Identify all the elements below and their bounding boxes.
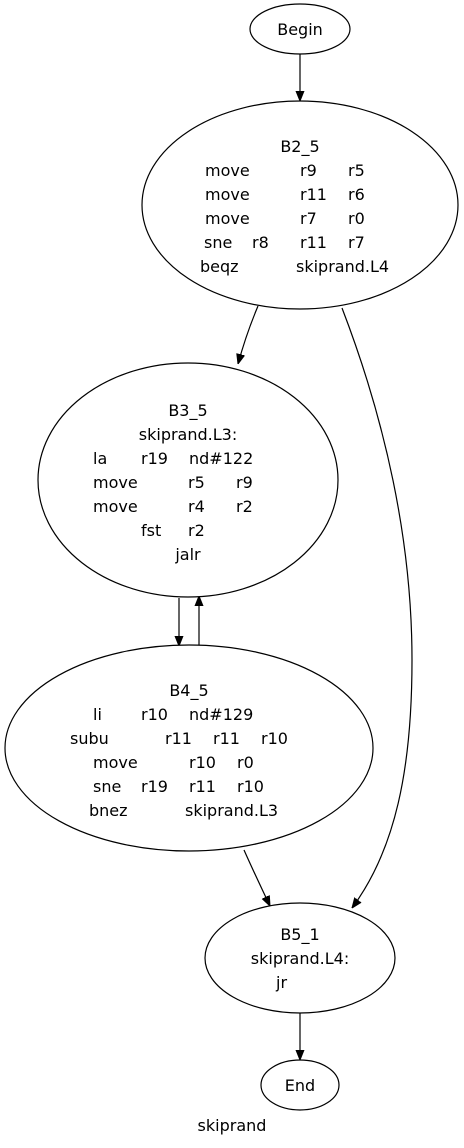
b2_5-row-2-arg-2: r6 xyxy=(348,185,365,204)
b3_5-row-2-op: move xyxy=(93,473,138,492)
node-b5_1: B5_1 skiprand.L4: jr xyxy=(204,902,396,1014)
node-begin: Begin xyxy=(249,3,351,55)
b4_5-row-5-op: bnez xyxy=(89,801,128,820)
b2_5-row-4-arg-2: r11 xyxy=(300,233,327,252)
b4_5-row-2-arg-1: r11 xyxy=(165,729,192,748)
edge-b2_5-b5_1 xyxy=(341,307,413,908)
node-b3_5: B3_5 skiprand.L3: la r19 nd#122 move r5 … xyxy=(37,362,339,598)
b3_5-row-3-arg-1: r4 xyxy=(188,497,205,516)
node-b2_5-title: B2_5 xyxy=(280,137,319,157)
b2_5-row-3-arg-1: r7 xyxy=(300,209,317,228)
b4_5-row-4-arg-1: r19 xyxy=(141,777,168,796)
b2_5-row-1-arg-1: r9 xyxy=(300,161,317,180)
node-begin-shape xyxy=(249,3,351,55)
b3_5-row-1-arg-1: r19 xyxy=(141,449,168,468)
node-b2_5: B2_5 move r9 r5 move r11 r6 move r7 r0 s… xyxy=(141,100,459,310)
b2_5-row-4-arg-3: r7 xyxy=(348,233,365,252)
b2_5-row-2-arg-1: r11 xyxy=(300,185,327,204)
b2_5-row-2-op: move xyxy=(205,185,250,204)
node-b3_5-label: skiprand.L3: xyxy=(139,425,237,444)
b3_5-row-5-op: jalr xyxy=(174,545,201,564)
node-end-shape xyxy=(260,1059,340,1111)
b2_5-row-3-op: move xyxy=(205,209,250,228)
b2_5-row-1-op: move xyxy=(205,161,250,180)
node-b5_1-label: skiprand.L4: xyxy=(251,949,349,968)
b5_1-row-1-op: jr xyxy=(275,973,287,992)
b4_5-row-2-op: subu xyxy=(70,729,109,748)
b4_5-row-3-arg-2: r0 xyxy=(237,753,254,772)
node-b2_5-shape xyxy=(141,100,459,310)
b3_5-row-3-arg-2: r2 xyxy=(236,497,253,516)
b3_5-row-4-arg-1: r2 xyxy=(188,521,205,540)
graph-caption: skiprand xyxy=(198,1116,267,1135)
edge-b2_5-b3_5 xyxy=(238,305,259,364)
b4_5-row-1-arg-1: r10 xyxy=(141,705,168,724)
node-b5_1-title: B5_1 xyxy=(280,925,319,945)
b2_5-row-4-arg-1: r8 xyxy=(252,233,269,252)
node-begin-label: Begin xyxy=(277,20,323,39)
node-b5_1-shape xyxy=(204,902,396,1014)
b3_5-row-2-arg-2: r9 xyxy=(236,473,253,492)
b3_5-row-4-op: fst xyxy=(141,521,161,540)
b3_5-row-2-arg-1: r5 xyxy=(188,473,205,492)
node-b3_5-title: B3_5 xyxy=(168,401,207,421)
node-end-label: End xyxy=(285,1076,315,1095)
b4_5-row-3-arg-1: r10 xyxy=(189,753,216,772)
b4_5-row-4-op: sne xyxy=(93,777,121,796)
b2_5-row-4-op: sne xyxy=(204,233,232,252)
node-b4_5: B4_5 li r10 nd#129 subu r11 r11 r10 move… xyxy=(4,644,374,852)
b4_5-row-1-op: li xyxy=(93,705,102,724)
b3_5-row-1-op: la xyxy=(93,449,107,468)
b2_5-row-5-op: beqz xyxy=(200,257,239,276)
node-end: End xyxy=(260,1059,340,1111)
node-b4_5-title: B4_5 xyxy=(169,681,208,701)
b4_5-row-4-arg-3: r10 xyxy=(237,777,264,796)
b2_5-row-3-arg-2: r0 xyxy=(348,209,365,228)
b4_5-row-4-arg-2: r11 xyxy=(189,777,216,796)
node-b3_5-shape xyxy=(37,362,339,598)
b4_5-row-5-arg-1: skiprand.L3 xyxy=(185,801,278,820)
edge-b4_5-b5_1 xyxy=(243,849,270,906)
b2_5-row-5-arg-1: skiprand.L4 xyxy=(296,257,389,276)
b4_5-row-3-op: move xyxy=(93,753,138,772)
b3_5-row-1-arg-2: nd#122 xyxy=(189,449,253,468)
b4_5-row-2-arg-2: r11 xyxy=(213,729,240,748)
b3_5-row-3-op: move xyxy=(93,497,138,516)
edges xyxy=(179,54,413,1060)
node-b4_5-shape xyxy=(4,644,374,852)
b4_5-row-1-arg-2: nd#129 xyxy=(189,705,253,724)
b4_5-row-2-arg-3: r10 xyxy=(261,729,288,748)
b2_5-row-1-arg-2: r5 xyxy=(348,161,365,180)
